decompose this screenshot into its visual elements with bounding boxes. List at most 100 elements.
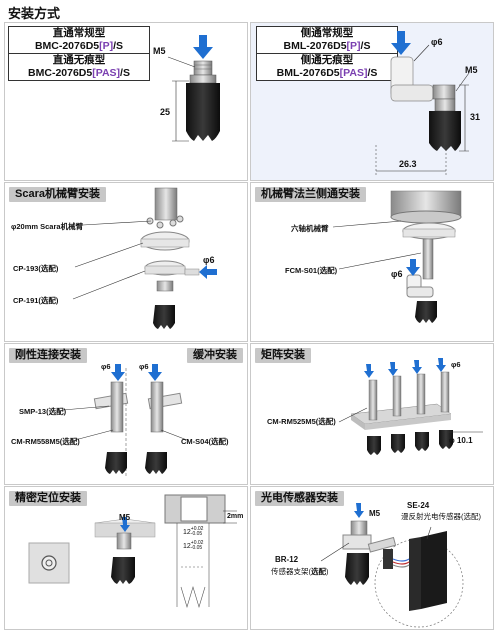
model-title: 直通无痕型 bbox=[52, 54, 106, 66]
model-row-side-traceless: 侧通无痕型 BML-2076D5[PAS]/S bbox=[257, 54, 397, 80]
sensor-model-label: SE-24 bbox=[407, 501, 430, 510]
straight-cup-drawing bbox=[167, 35, 220, 142]
blue-arrow-icon bbox=[193, 35, 213, 59]
part-smp13-label: SMP-13(选配) bbox=[19, 407, 67, 416]
model-title: 侧通无痕型 bbox=[300, 54, 354, 66]
thread-label: M5 bbox=[153, 46, 166, 56]
panel-photoelectric-mount: 光电传感器安装 M5 SE-24 漫反射光电传感器(选配) BR-12 传感器支… bbox=[250, 486, 494, 630]
model-code: BML-2076D5[PAS]/S bbox=[257, 67, 397, 80]
blue-arrow-icon bbox=[148, 364, 162, 381]
model-code-variant: [PAS] bbox=[339, 67, 368, 79]
blue-arrow-icon bbox=[354, 503, 364, 518]
model-code-suffix: /S bbox=[113, 40, 124, 52]
blue-arrow-icon bbox=[199, 265, 217, 279]
tube-label-left: φ6 bbox=[101, 362, 111, 371]
tube-label: φ6 bbox=[451, 360, 461, 369]
tube-label-right: φ6 bbox=[139, 362, 149, 371]
tol-upper-b: +0.02 bbox=[190, 540, 204, 546]
pitch-value: 10.1 bbox=[456, 436, 473, 445]
panel-title-buffer: 缓冲安装 bbox=[187, 348, 243, 363]
bracket-model-label: BR-12 bbox=[275, 555, 299, 564]
scara-arm-label: φ20mm Scara机械臂 bbox=[11, 222, 84, 231]
model-code-prefix: BML-2076D5 bbox=[276, 67, 340, 79]
part-fcm-s01-label: FCM-S01(选配) bbox=[285, 266, 338, 275]
height-dimension: 31 bbox=[470, 112, 481, 122]
model-code-variant: [P] bbox=[99, 40, 114, 52]
panel-straight-mount: 直通常规型 BMC-2076D5[P]/S 直通无痕型 BMC-2076D5[P… bbox=[4, 22, 248, 181]
model-code-prefix: BMC-2076D5 bbox=[28, 67, 93, 79]
panel-flange-side-mount: 机械臂法兰侧通安装 六轴机械臂 FCM-S01(选配) φ6 bbox=[250, 182, 494, 342]
part-cp191-label: CP-191(选配) bbox=[13, 296, 59, 305]
blue-arrow-icon bbox=[391, 31, 411, 55]
matrix-drawing bbox=[338, 358, 483, 455]
model-row-side-standard: 侧通常规型 BML-2076D5[P]/S bbox=[257, 27, 397, 54]
tube-label: φ6 bbox=[203, 255, 215, 265]
model-code: BMC-2076D5[P]/S bbox=[9, 40, 149, 53]
model-row-straight-standard: 直通常规型 BMC-2076D5[P]/S bbox=[9, 27, 149, 54]
model-code-suffix: /S bbox=[120, 67, 130, 79]
blue-arrow-icon bbox=[120, 517, 130, 532]
robot-arm-label: 六轴机械臂 bbox=[291, 224, 329, 233]
blue-arrow-icon bbox=[412, 360, 422, 374]
width-dimension: 26.3 bbox=[399, 159, 417, 169]
model-code-suffix: /S bbox=[360, 40, 371, 52]
tolerance-dimension-b: 12+0.02-0.05 bbox=[183, 541, 203, 551]
model-title: 直通常规型 bbox=[52, 27, 106, 39]
model-title: 侧通常规型 bbox=[300, 27, 354, 39]
photoelectric-drawing bbox=[320, 503, 464, 628]
thread-label: M5 bbox=[119, 513, 131, 522]
thread-label: M5 bbox=[369, 509, 381, 518]
panel-title: Scara机械臂安装 bbox=[9, 187, 106, 202]
tube-label: φ6 bbox=[431, 37, 443, 47]
model-code-prefix: BML-2076D5 bbox=[283, 40, 347, 52]
tol-upper-a: +0.02 bbox=[190, 526, 204, 532]
height-dimension: 25 bbox=[160, 107, 171, 117]
dim-b-value: 12 bbox=[183, 542, 191, 550]
panel-title: 精密定位安装 bbox=[9, 491, 87, 506]
scara-drawing bbox=[72, 187, 217, 329]
model-code-variant: [PAS] bbox=[92, 67, 121, 79]
panel-title: 机械臂法兰侧通安装 bbox=[255, 187, 366, 202]
model-box-straight: 直通常规型 BMC-2076D5[P]/S 直通无痕型 BMC-2076D5[P… bbox=[8, 26, 150, 81]
part-cp193-label: CP-193(选配) bbox=[13, 264, 59, 273]
model-code-suffix: /S bbox=[367, 67, 378, 79]
gap-dimension: 2mm bbox=[227, 513, 244, 520]
precision-drawing bbox=[28, 494, 237, 609]
blue-arrow-icon bbox=[364, 364, 374, 378]
flange-drawing bbox=[332, 190, 462, 323]
blue-arrow-icon bbox=[406, 259, 420, 276]
model-row-straight-traceless: 直通无痕型 BMC-2076D5[PAS]/S bbox=[9, 54, 149, 80]
model-code-prefix: BMC-2076D5 bbox=[34, 40, 100, 52]
tol-lower-b: -0.05 bbox=[190, 545, 203, 551]
side-cup-drawing bbox=[375, 31, 470, 175]
model-code: BMC-2076D5[PAS]/S bbox=[9, 67, 149, 80]
bracket-desc-optional: 选配 bbox=[311, 567, 326, 576]
tolerance-dimension-a: 12+0.02-0.05 bbox=[183, 527, 203, 537]
bracket-desc-prefix: 传感器支架( bbox=[271, 567, 311, 576]
tol-lower-a: -0.05 bbox=[190, 531, 203, 537]
panel-scara-mount: Scara机械臂安装 φ20mm Scara机械臂 CP-193(选配) CP-… bbox=[4, 182, 248, 342]
panel-matrix-mount: 矩阵安装 φ6 CM-RM525M5(选配) φ 10.1 bbox=[250, 343, 494, 485]
sensor-desc-label: 漫反射光电传感器(选配) bbox=[401, 512, 481, 521]
pitch-dimension: φ 10.1 bbox=[449, 436, 473, 445]
bracket-desc-suffix: ) bbox=[326, 567, 329, 576]
tube-label: φ6 bbox=[391, 269, 403, 279]
panel-title: 光电传感器安装 bbox=[255, 491, 344, 506]
blue-arrow-icon bbox=[436, 358, 446, 372]
part-cm-rm525m5-label: CM-RM525M5(选配) bbox=[267, 417, 336, 426]
model-code-variant: [P] bbox=[346, 40, 361, 52]
panel-precision-mount: 精密定位安装 M5 2mm 12+0.02-0.05 12+0.02-0.05 bbox=[4, 486, 248, 630]
model-box-side: 侧通常规型 BML-2076D5[P]/S 侧通无痕型 BML-2076D5[P… bbox=[256, 26, 398, 81]
bracket-desc-label: 传感器支架(选配) bbox=[271, 566, 329, 577]
dim-a-value: 12 bbox=[183, 528, 191, 536]
panel-rigid-buffer-mount: 刚性连接安装 缓冲安装 φ6 φ6 SMP-13(选配) CM-RM558M5(… bbox=[4, 343, 248, 485]
matrix-cup-group bbox=[367, 371, 453, 455]
page-title: 安装方式 bbox=[8, 6, 61, 21]
panel-side-mount: 侧通常规型 BML-2076D5[P]/S 侧通无痕型 BML-2076D5[P… bbox=[250, 22, 494, 181]
model-code: BML-2076D5[P]/S bbox=[257, 40, 397, 53]
panel-title: 矩阵安装 bbox=[255, 348, 311, 363]
panel-title-rigid: 刚性连接安装 bbox=[9, 348, 87, 363]
blue-arrow-icon bbox=[111, 364, 125, 381]
thread-label: M5 bbox=[465, 65, 478, 75]
rigid-buffer-drawing bbox=[62, 364, 188, 476]
